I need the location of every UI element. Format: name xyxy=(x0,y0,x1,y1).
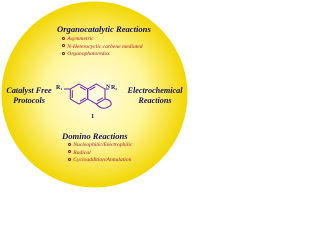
yellow-gradient-disc xyxy=(1,1,188,188)
diagram-canvas: Organocatalytic Reactions Asymmetric N-H… xyxy=(0,0,189,189)
organocatalytic-heading: Organocatalytic Reactions xyxy=(57,24,151,34)
list-item: Cycloaddition/Annulation xyxy=(68,157,132,165)
quinoline-structure xyxy=(64,83,112,109)
r1-label: R₁ xyxy=(56,85,63,91)
list-item: Organophotoredox xyxy=(62,51,143,59)
nitrogen-label: N xyxy=(106,84,111,90)
compound-number: 1 xyxy=(91,113,95,120)
electrochemical-heading: Electrochemical Reactions xyxy=(127,86,183,105)
domino-list: Nucleophilic/Electrophilic Radical Cyclo… xyxy=(68,142,132,165)
organocatalytic-list: Asymmetric N-Heterocyclic carbene mediat… xyxy=(62,36,143,59)
domino-heading: Domino Reactions xyxy=(62,131,128,141)
list-item: N-Heterocyclic carbene mediated xyxy=(62,44,143,52)
bullet-icon xyxy=(68,157,71,161)
bullet-icon xyxy=(68,142,71,146)
bullet-icon xyxy=(62,44,65,48)
list-item: Asymmetric xyxy=(62,36,143,44)
bullet-icon xyxy=(62,51,65,55)
bullet-icon xyxy=(68,150,71,154)
bullet-icon xyxy=(62,36,65,40)
list-item: Nucleophilic/Electrophilic xyxy=(68,142,132,150)
list-item: Radical xyxy=(68,150,132,158)
catalyst-free-heading: Catalyst Free Protocols xyxy=(6,86,52,105)
r2-label: R₂ xyxy=(111,85,118,91)
